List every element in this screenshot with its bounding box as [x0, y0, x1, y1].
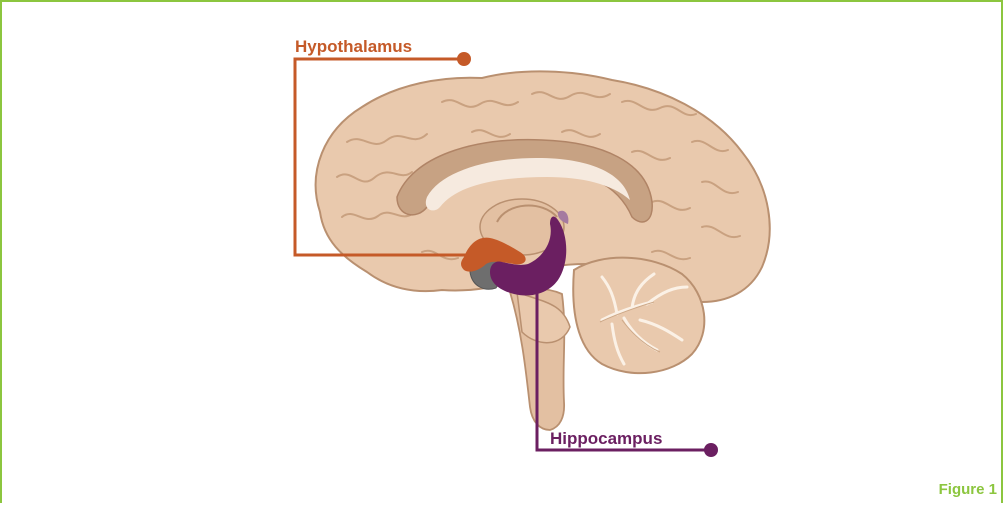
dot-marker-icon [704, 443, 718, 457]
dot-marker-icon [457, 52, 471, 66]
hypothalamus-label: Hypothalamus [295, 38, 412, 55]
figure-caption-label: Figure 1 [939, 482, 997, 497]
cerebellum [573, 258, 704, 373]
hippocampus-label: Hippocampus [550, 430, 662, 447]
